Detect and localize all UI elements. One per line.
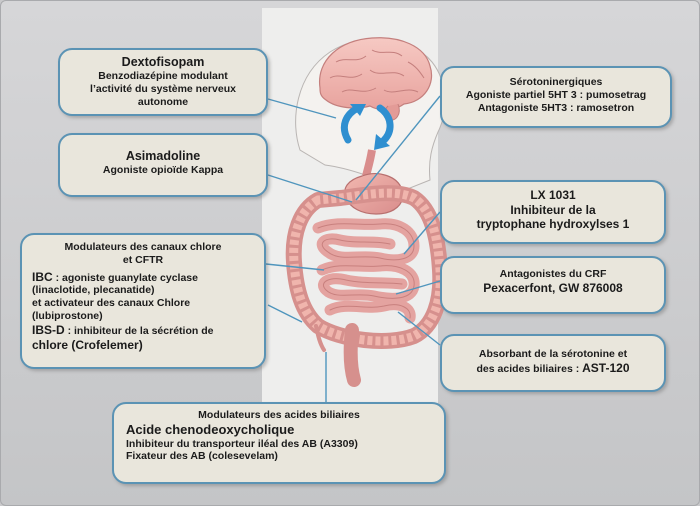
absorbant-line2-text: des acides biliaires : [476, 362, 583, 375]
crf-box: Antagonistes du CRF Pexacerfont, GW 8760… [440, 256, 666, 314]
dextofisopam-line: autonome [137, 95, 189, 108]
serotoninergiques-line: Antagoniste 5HT3 : ramosetron [477, 101, 635, 114]
serotoninergiques-box: Sérotoninergiques Agoniste partiel 5HT 3… [440, 66, 672, 128]
crf-title: Pexacerfont, GW 876008 [483, 280, 623, 295]
serotoninergiques-heading: Sérotoninergiques [509, 76, 603, 88]
biliaires-line: Fixateur des AB (colesevelam) [126, 450, 278, 463]
biliaires-line: Inhibiteur du transporteur iléal des AB … [126, 437, 358, 450]
connector-lines [265, 95, 441, 402]
asimadoline-box: Asimadoline Agoniste opioïde Kappa [58, 133, 268, 197]
chlore-ibc-detail: (linaclotide, plecanatide) [32, 284, 155, 297]
crf-heading: Antagonistes du CRF [499, 268, 607, 280]
chlore-ibsd-line: IBS-D : inhibiteur de la sécrétion de [32, 323, 254, 338]
brain-illustration [319, 37, 433, 121]
chlore-ibsd-text: : inhibiteur de la sécrétion de [64, 324, 214, 337]
serotoninergiques-line: Agoniste partiel 5HT 3 : pumosetrag [465, 88, 647, 101]
dextofisopam-title: Dextofisopam [121, 55, 205, 69]
absorbant-box: Absorbant de la sérotonine et des acides… [440, 334, 666, 392]
absorbant-line2-bold: AST-120 [582, 360, 630, 375]
absorbant-line1: Absorbant de la sérotonine et [478, 348, 628, 360]
lx1031-line: LX 1031 [530, 188, 576, 202]
chlore-ibc-detail: et activateur des canaux Chlore [32, 297, 191, 310]
circular-arrows-icon [340, 104, 394, 150]
asimadoline-title: Asimadoline [125, 149, 201, 163]
chlore-ibc-text: : agoniste guanylate cyclase [52, 271, 198, 284]
biliaires-heading: Modulateurs des acides biliaires [198, 409, 360, 421]
biliaires-title: Acide chenodeoxycholique [126, 421, 295, 437]
chlore-ibsd-prefix: IBS-D [32, 322, 65, 337]
dextofisopam-box: Dextofisopam Benzodiazépine modulant l’a… [58, 48, 268, 116]
asimadoline-line: Agoniste opioïde Kappa [102, 164, 224, 177]
dextofisopam-line: Benzodiazépine modulant [98, 70, 228, 83]
absorbant-line2: des acides biliaires : AST-120 [450, 361, 656, 376]
lx1031-line: Inhibiteur de la [510, 202, 596, 217]
lx1031-line: tryptophane hydroxylses 1 [476, 217, 630, 232]
chlore-ibc-detail: (lubiprostone) [32, 309, 103, 322]
chlore-heading-line: Modulateurs des canaux chlore [64, 241, 222, 253]
lx1031-box: LX 1031 Inhibiteur de la tryptophane hyd… [440, 180, 666, 244]
chlore-ibc-prefix: IBC [32, 269, 53, 284]
dextofisopam-line: l’activité du système nerveux [90, 83, 236, 96]
chlore-ibc-line: IBC : agoniste guanylate cyclase [32, 270, 254, 285]
chlore-cftr-box: Modulateurs des canaux chlore et CFTR IB… [20, 233, 266, 369]
appendix-illustration [314, 324, 326, 352]
rectum-illustration [343, 323, 361, 387]
chlore-heading-line: et CFTR [122, 253, 164, 266]
chlore-ibsd-last: chlore (Crofelemer) [32, 337, 143, 352]
small-intestine-illustration [312, 218, 420, 324]
acides-biliaires-box: Modulateurs des acides biliaires Acide c… [112, 402, 446, 484]
